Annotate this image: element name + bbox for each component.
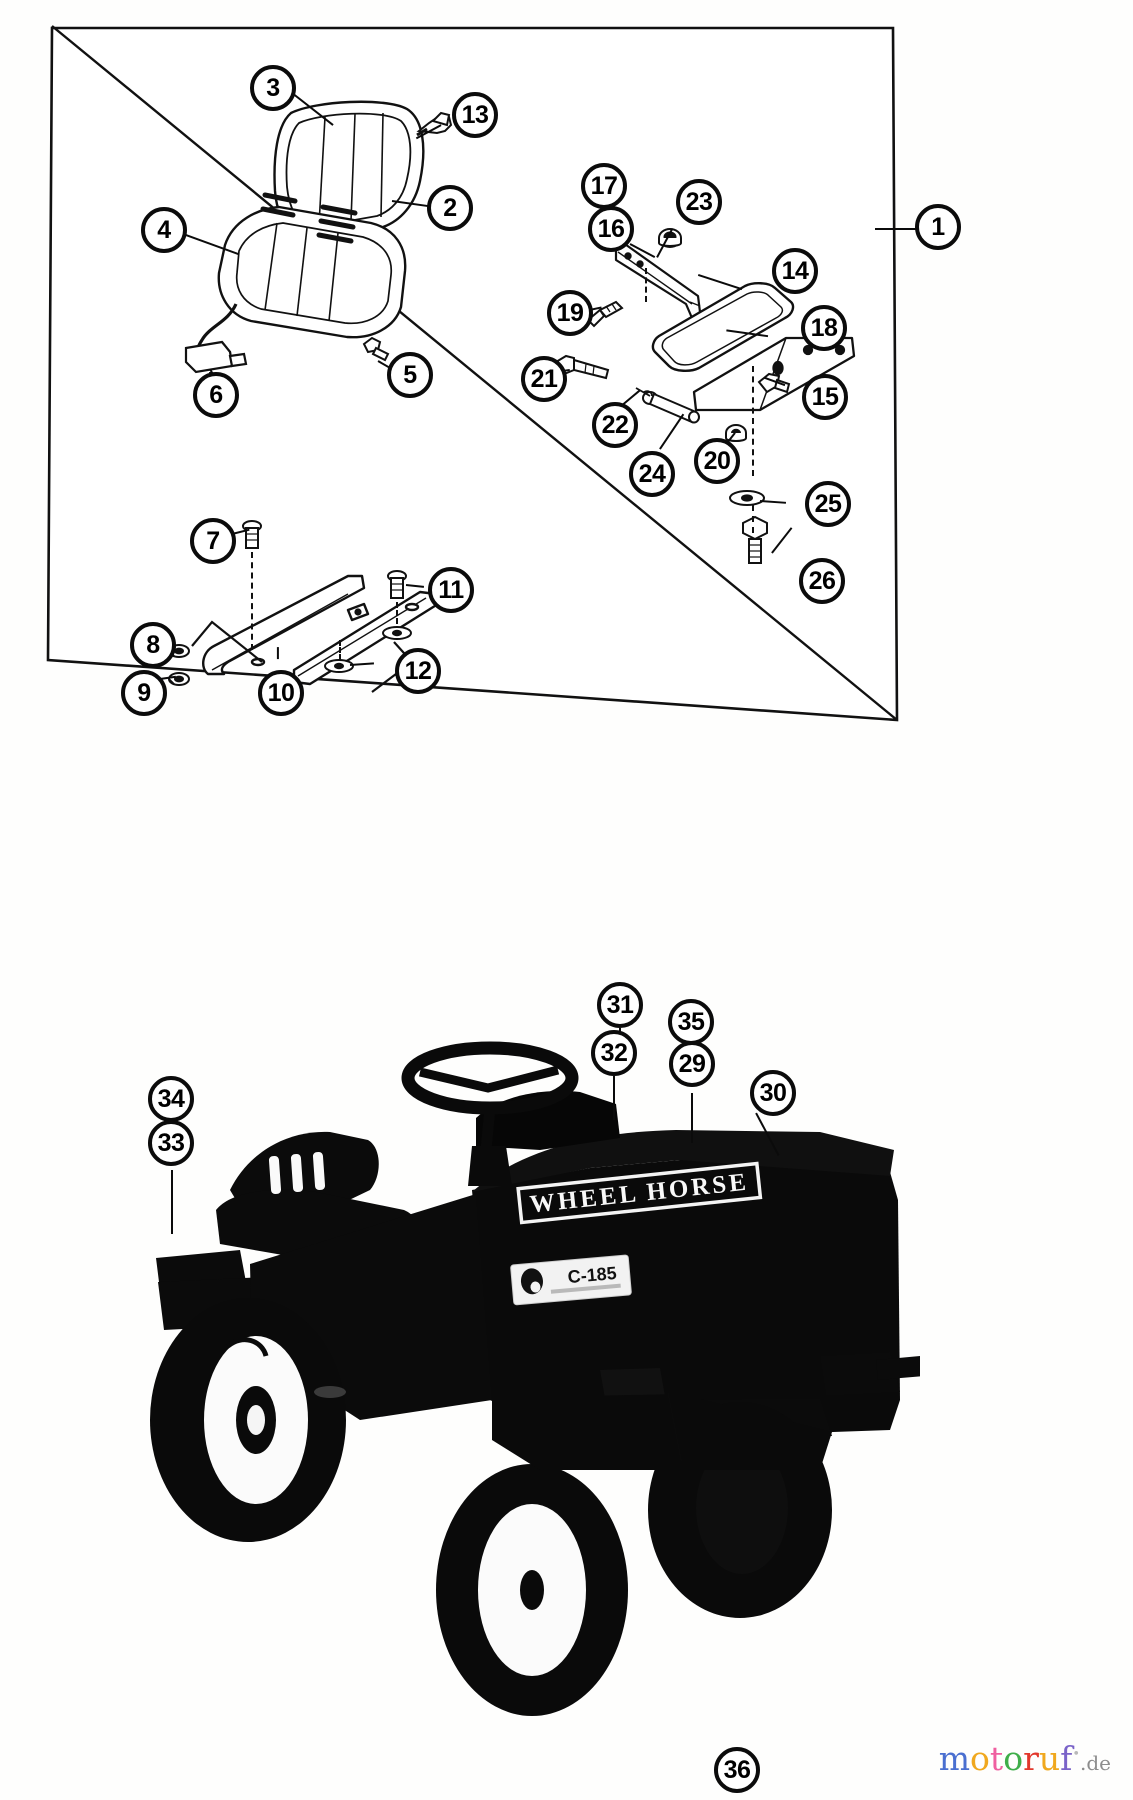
callout-30[interactable]: 30 (750, 1070, 796, 1116)
callout-35[interactable]: 35 (668, 999, 714, 1045)
carriage-bolt-upper-drawing (242, 520, 262, 549)
model-decal-text: C-185 (567, 1263, 618, 1287)
wm-letter-r: r (1023, 1739, 1039, 1778)
flat-washer-lower-drawing (324, 659, 354, 673)
hex-head-screw-drawing (586, 300, 624, 328)
callout-14[interactable]: 14 (772, 248, 818, 294)
callout-34[interactable]: 34 (148, 1076, 194, 1122)
wm-dot: • (1072, 1747, 1080, 1762)
callout-29[interactable]: 29 (669, 1041, 715, 1087)
alignment-dash-right (752, 366, 754, 476)
bolt11-alignment-dash (396, 602, 398, 624)
callout-6[interactable]: 6 (193, 372, 239, 418)
motoruf-watermark: motoruf•.de (939, 1739, 1111, 1778)
wm-letter-m: m (938, 1739, 971, 1778)
callout-3[interactable]: 3 (250, 65, 296, 111)
bolt7-alignment-dash (251, 552, 253, 650)
callout-25[interactable]: 25 (805, 481, 851, 527)
callout-33[interactable]: 33 (148, 1120, 194, 1166)
leader-29 (691, 1093, 694, 1143)
leader-33 (171, 1170, 174, 1234)
callout-10[interactable]: 10 (258, 670, 304, 716)
callout-1[interactable]: 1 (915, 204, 961, 250)
wm-letter-t: t (989, 1739, 1004, 1778)
callout-2[interactable]: 2 (427, 185, 473, 231)
seat-pivot-stud-drawing (416, 111, 453, 137)
clevis-pin-drawing (635, 387, 700, 424)
callout-8[interactable]: 8 (130, 622, 176, 668)
callout-36[interactable]: 36 (714, 1747, 760, 1793)
footrest-clip-drawing (757, 372, 791, 394)
tractor-photograph: WHEEL HORSE C-185 (150, 1041, 920, 1716)
callout-16[interactable]: 16 (588, 206, 634, 252)
callout-11[interactable]: 11 (428, 567, 474, 613)
callout-18[interactable]: 18 (801, 305, 847, 351)
callout-9[interactable]: 9 (121, 670, 167, 716)
footrest-pad-drawing (651, 282, 795, 372)
flat-washer-drawing (729, 490, 765, 506)
lock-nut-drawing (725, 424, 747, 442)
wm-suffix: .de (1080, 1751, 1111, 1775)
callout-20[interactable]: 20 (694, 438, 740, 484)
callout-4[interactable]: 4 (141, 207, 187, 253)
callout-13[interactable]: 13 (452, 92, 498, 138)
leader-32 (613, 1076, 616, 1120)
callout-21[interactable]: 21 (521, 356, 567, 402)
seat-bolt-drawing (362, 336, 390, 362)
flat-washer-upper-drawing (382, 626, 412, 640)
callout-22[interactable]: 22 (592, 402, 638, 448)
callout-31[interactable]: 31 (597, 982, 643, 1028)
leader-1 (875, 228, 921, 231)
hex-bolt-drawing (742, 515, 768, 564)
wm-letter-f: f (1060, 1739, 1073, 1778)
washer-alignment-dash (339, 640, 341, 660)
leader-10 (276, 647, 280, 660)
callout-7[interactable]: 7 (190, 518, 236, 564)
carriage-bolt-lower-drawing (387, 570, 407, 599)
wm-letter-o2: o (1003, 1739, 1024, 1778)
wm-letter-u: u (1038, 1739, 1061, 1778)
callout-24[interactable]: 24 (629, 451, 675, 497)
callout-5[interactable]: 5 (387, 352, 433, 398)
callout-15[interactable]: 15 (802, 374, 848, 420)
callout-12[interactable]: 12 (395, 648, 441, 694)
callout-23[interactable]: 23 (676, 179, 722, 225)
wm-letter-o1: o (970, 1739, 990, 1778)
callout-19[interactable]: 19 (547, 290, 593, 336)
callout-17[interactable]: 17 (581, 163, 627, 209)
seat-switch-wire-drawing (184, 303, 248, 385)
callout-26[interactable]: 26 (799, 558, 845, 604)
callout-32[interactable]: 32 (591, 1030, 637, 1076)
alignment-dash-bracket (645, 268, 647, 302)
seat-assembly-drawing (217, 100, 425, 339)
alignment-dash-right-2 (752, 505, 754, 533)
